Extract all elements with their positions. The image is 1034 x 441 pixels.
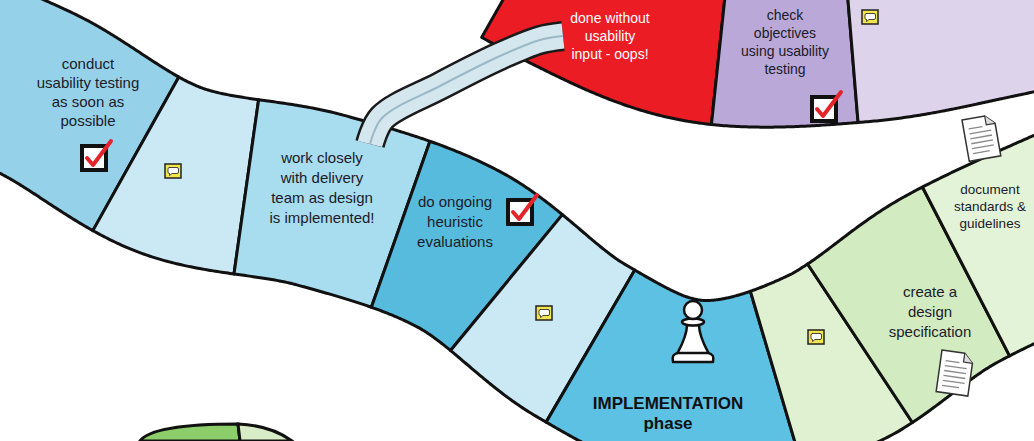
chute-groove [370,36,563,144]
document-icon [962,114,1001,161]
board-square [238,424,292,441]
checkbox-icon [812,92,841,121]
slide-group [370,36,563,144]
board-square: create a design specification [878,278,982,346]
board-square: work closely with delivery team as desig… [260,144,384,232]
chute-slide [370,36,563,144]
board-square: conduct usability testing as soon as pos… [28,50,148,134]
board-square: check objectives using usability testing [731,2,839,82]
board-square [711,0,858,127]
comment-icon [165,164,181,178]
square-text: work closely with delivery team as desig… [266,148,378,228]
chute-outline [370,36,563,144]
document-icon [936,350,974,396]
comment-icon [862,10,878,24]
square-text: done without usability input - oops! [569,9,651,63]
square-text: conduct usability testing as soon as pos… [34,54,142,130]
board-square: do ongoing heuristic evaluations [408,188,502,256]
square-text: create a design specification [884,282,976,342]
board-square: IMPLEMENTATION phase [562,390,774,438]
pawn-icon [673,301,714,362]
comment-icon [808,330,824,344]
square-text: check objectives using usability testing [737,6,833,78]
board-square [843,0,1034,122]
board-square [140,424,240,441]
checkbox-icon [508,195,537,224]
comment-icon [536,306,552,320]
board-square: done without usability input - oops! [563,5,657,67]
checkbox-icon [82,141,111,170]
square-text: document standards & guidelines [952,181,1028,232]
square-text: IMPLEMENTATION phase [568,394,768,434]
board-square: document standards & guidelines [946,177,1034,236]
square-text: do ongoing heuristic evaluations [414,192,496,252]
